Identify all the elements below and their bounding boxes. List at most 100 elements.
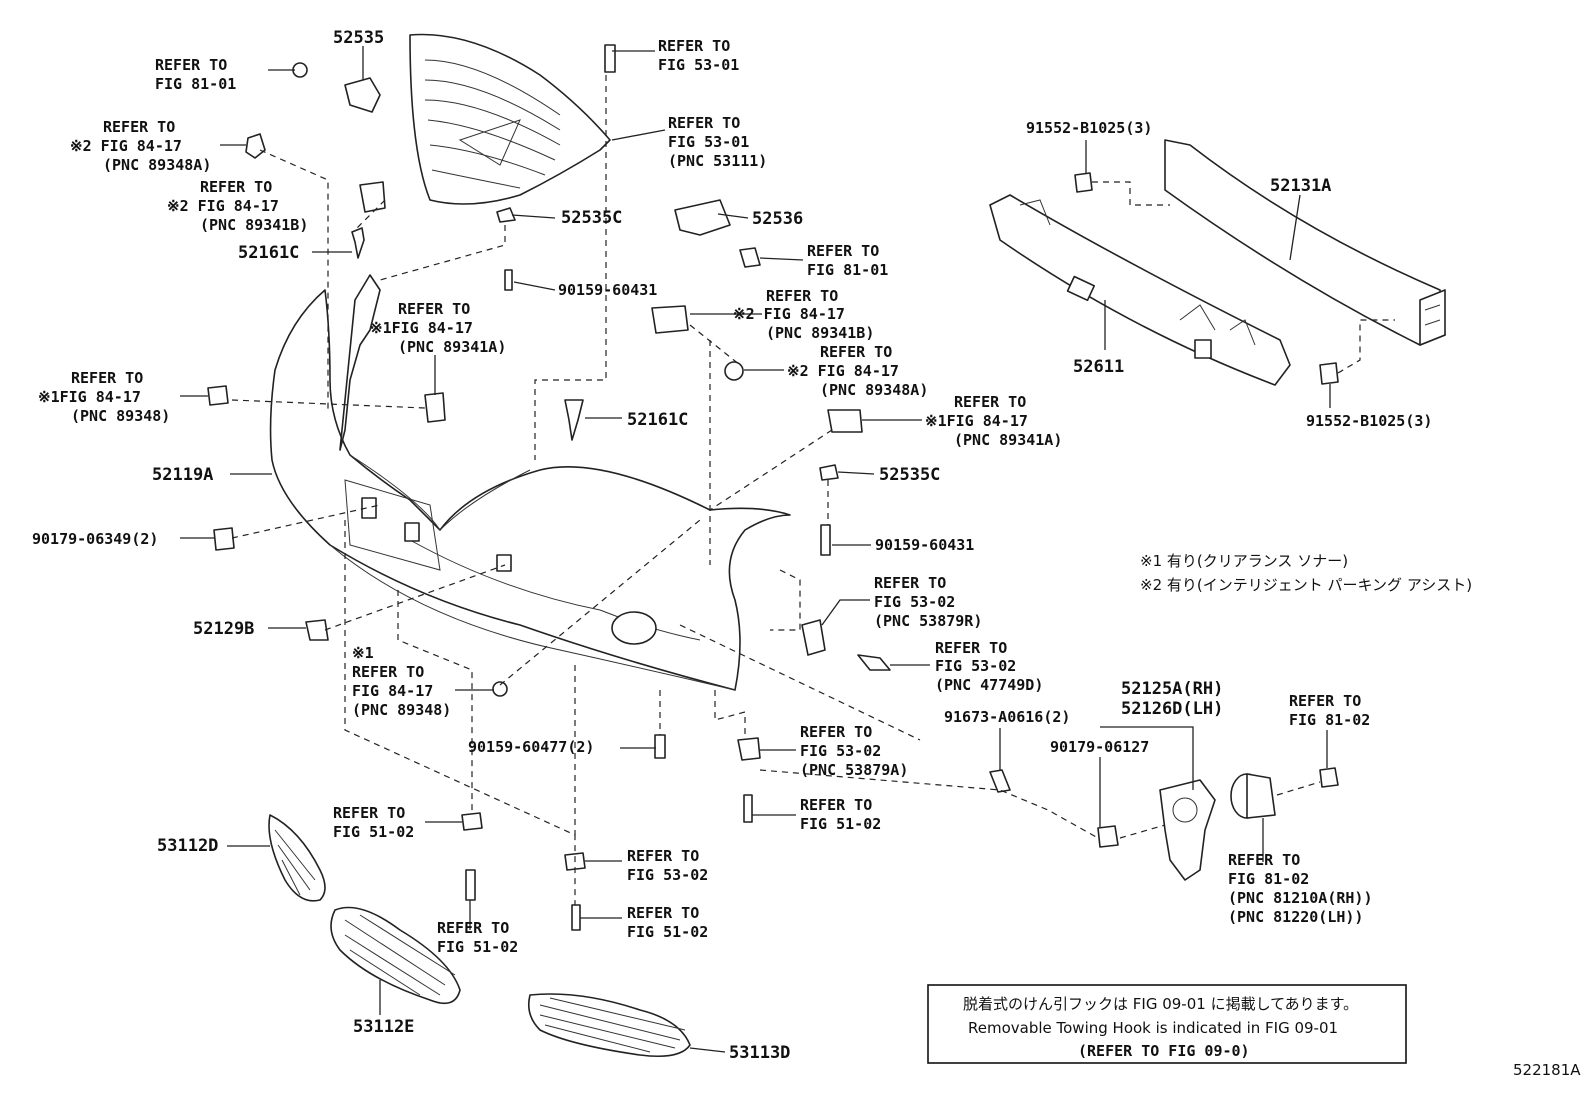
callout-text: 522181A [1513, 1061, 1581, 1079]
energy-absorber [989, 194, 1291, 386]
callout-text: FIG 81-01 [807, 261, 888, 279]
callout-text: (PNC 89348A) [103, 156, 211, 174]
callout-text: REFER TO [627, 847, 699, 865]
part-number-label: 52535C [561, 208, 622, 228]
upper-grille [409, 33, 611, 205]
callout-text: 90159-60477(2) [468, 738, 594, 756]
callout-text: 90159-60431 [875, 536, 974, 554]
callout-text: FIG 53-01 [658, 56, 739, 74]
callout-text: 90159-60431 [558, 281, 657, 299]
callout-text: ※1 有り(クリアランス ソナー) [1140, 552, 1348, 570]
callout-text: REFER TO [627, 904, 699, 922]
lower-grille-53113D [527, 993, 691, 1058]
callout-text: REFER TO [155, 56, 227, 74]
small-parts [207, 44, 1339, 931]
part-number-label: 53113D [729, 1043, 790, 1063]
callout-text: REFER TO [103, 118, 175, 136]
callout-text: REFER TO [800, 723, 872, 741]
callout-text: REFER TO [766, 287, 838, 305]
note-line-2: Removable Towing Hook is indicated in FI… [968, 1019, 1338, 1037]
callout-text: (PNC 89341A) [398, 338, 506, 356]
front-bumper-cover [269, 274, 791, 691]
callout-text: FIG 53-02 [874, 593, 955, 611]
callout-text: 91552-B1025(3) [1026, 119, 1152, 137]
callout-text: REFER TO [668, 114, 740, 132]
callout-text: 90179-06349(2) [32, 530, 158, 548]
callout-text: (PNC 89348) [352, 701, 451, 719]
callout-text: (PNC 81220(LH)) [1228, 908, 1363, 926]
callout-text: (PNC 89341A) [954, 431, 1062, 449]
fog-lamp [1230, 773, 1276, 819]
callout-text: ※2 有り(インテリジェント パーキング アシスト) [1140, 576, 1472, 594]
callout-text: REFER TO [398, 300, 470, 318]
fog-lamp-bracket [1159, 779, 1216, 881]
part-number-label: 52611 [1073, 357, 1124, 377]
callout-text: REFER TO [200, 178, 272, 196]
callout-text: REFER TO [333, 804, 405, 822]
callout-text: 91552-B1025(3) [1306, 412, 1432, 430]
callout-text: FIG 81-02 [1228, 870, 1309, 888]
callout-text: REFER TO [874, 574, 946, 592]
part-number-label: 52161C [627, 410, 688, 430]
callout-text: ※2 FIG 84-17 [167, 197, 279, 215]
callout-text: ※1FIG 84-17 [925, 412, 1028, 430]
towing-hook-note: 脱着式のけん引フックは FIG 09-01 に掲載してあります。 Removab… [927, 984, 1407, 1064]
callout-text: FIG 81-01 [155, 75, 236, 93]
callout-text: ※2 FIG 84-17 [70, 137, 182, 155]
callout-text: REFER TO [71, 369, 143, 387]
callout-text: (PNC 53111) [668, 152, 767, 170]
callout-text: (PNC 89348) [71, 407, 170, 425]
part-number-label: 53112E [353, 1017, 414, 1037]
callout-text: (PNC 89341B) [200, 216, 308, 234]
callout-text: ※2 FIG 84-17 [787, 362, 899, 380]
part-number-label: 52161C [238, 243, 299, 263]
callout-text: REFER TO [352, 663, 424, 681]
callout-text: (PNC 53879A) [800, 761, 908, 779]
callout-text: (PNC 89341B) [766, 324, 874, 342]
callout-text: REFER TO [807, 242, 879, 260]
lower-grille-53112D [268, 814, 326, 902]
callout-text: FIG 53-01 [668, 133, 749, 151]
part-number-label: 52129B [193, 619, 254, 639]
part-number-label: 52125A(RH) [1121, 679, 1223, 699]
callout-text: (PNC 47749D) [935, 676, 1043, 694]
callout-text: REFER TO [954, 393, 1026, 411]
part-number-label: 52535 [333, 28, 384, 48]
callout-text: (PNC 89348A) [820, 381, 928, 399]
lower-grille-53112E [330, 906, 461, 1005]
callout-text: REFER TO [935, 639, 1007, 657]
dashed-lines [231, 75, 1395, 905]
callout-text: REFER TO [800, 796, 872, 814]
callout-text: FIG 53-02 [627, 866, 708, 884]
callout-text: REFER TO [1228, 851, 1300, 869]
callout-text: REFER TO [820, 343, 892, 361]
part-number-label: 52131A [1270, 176, 1331, 196]
callout-text: FIG 81-02 [1289, 711, 1370, 729]
part-number-label: 52126D(LH) [1121, 699, 1223, 719]
callout-text: 90179-06127 [1050, 738, 1149, 756]
leader-lines [180, 46, 1331, 1053]
callout-text: ※1 [352, 644, 374, 662]
callout-text: REFER TO [437, 919, 509, 937]
part-number-label: 52535C [879, 465, 940, 485]
callout-text: ※2 FIG 84-17 [733, 305, 845, 323]
callout-text: FIG 51-02 [627, 923, 708, 941]
callout-text: FIG 53-02 [800, 742, 881, 760]
part-number-label: 53112D [157, 836, 218, 856]
note-line-1: 脱着式のけん引フックは FIG 09-01 に掲載してあります。 [963, 995, 1358, 1013]
part-number-label: 52536 [752, 209, 803, 229]
callout-text: FIG 51-02 [437, 938, 518, 956]
callout-text: (PNC 53879R) [874, 612, 982, 630]
callout-text: FIG 51-02 [333, 823, 414, 841]
callout-text: FIG 84-17 [352, 682, 433, 700]
callout-text: FIG 53-02 [935, 657, 1016, 675]
callout-text: ※1FIG 84-17 [38, 388, 141, 406]
callout-text: ※1FIG 84-17 [370, 319, 473, 337]
note-line-3: (REFER TO FIG 09-0) [1078, 1042, 1250, 1060]
callout-text: 91673-A0616(2) [944, 708, 1070, 726]
callout-text: (PNC 81210A(RH)) [1228, 889, 1373, 907]
callout-text: FIG 51-02 [800, 815, 881, 833]
part-number-label: 52119A [152, 465, 213, 485]
